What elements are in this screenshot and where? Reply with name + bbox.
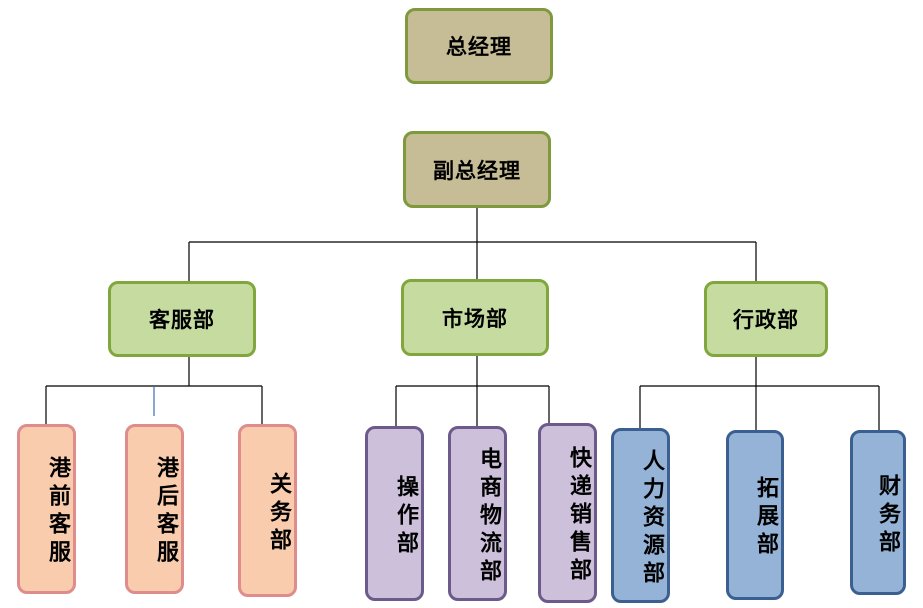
node-unit-kuaidi-xiaoshou: 快递销售部 bbox=[538, 423, 597, 603]
node-deputy-general-manager: 副总经理 bbox=[403, 131, 551, 208]
node-unit-renli-ziyuan: 人力资源部 bbox=[611, 428, 670, 603]
node-dept-xingzheng: 行政部 bbox=[704, 281, 828, 357]
node-unit-ganghou-kefu: 港后客服 bbox=[125, 424, 184, 594]
node-unit-gangqian-kefu: 港前客服 bbox=[17, 424, 76, 594]
node-general-manager: 总经理 bbox=[405, 8, 553, 84]
node-unit-caozuo: 操作部 bbox=[365, 426, 424, 601]
node-unit-caiwu: 财务部 bbox=[850, 430, 906, 595]
node-unit-dianshang-wuliu: 电商物流部 bbox=[448, 426, 507, 601]
node-dept-shichang: 市场部 bbox=[401, 279, 549, 356]
node-dept-kefu: 客服部 bbox=[108, 281, 256, 357]
node-unit-guanwu: 关务部 bbox=[238, 424, 297, 597]
node-unit-tuozhan: 拓展部 bbox=[726, 430, 784, 600]
